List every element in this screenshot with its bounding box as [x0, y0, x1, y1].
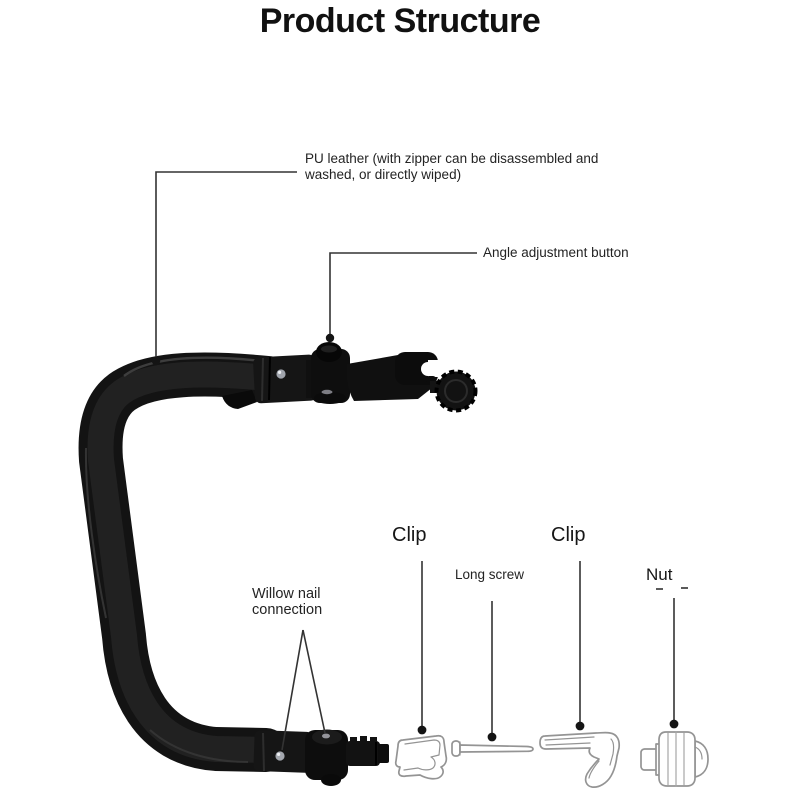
nut-drawing: [640, 731, 709, 787]
leader-dot-nut: [669, 719, 679, 729]
leather-highlight-top: [123, 356, 263, 377]
connector-tip: [378, 744, 389, 763]
annotation-nut: Nut: [646, 565, 673, 584]
bumper-bar-photo: [78, 352, 290, 772]
annotation-pu-leather: PU leather (with zipper can be disassemb…: [305, 151, 599, 182]
pivot-bottom-plate: [314, 392, 346, 404]
clip-right-drawing: [539, 731, 621, 788]
clamp-hook-gap-open: [428, 360, 442, 377]
connector-tooth-1: [350, 737, 357, 744]
leather-highlight-left: [84, 447, 107, 619]
bottom-pivot-foot: [321, 774, 341, 786]
leader-lines: [155, 171, 675, 751]
leader-dot-angle-button: [325, 333, 335, 343]
leader-line-willow-left: [281, 629, 304, 751]
connector-tooth-2: [360, 736, 367, 743]
annotation-long-screw: Long screw: [455, 567, 525, 582]
pivot-top-knob-sheen: [321, 345, 337, 353]
part-drawings: [394, 731, 709, 788]
top-pivot-body: [311, 349, 350, 403]
bumper-bar-tube-sheen: [87, 361, 281, 763]
top-hinge-assembly: [253, 342, 478, 413]
page-title: Product Structure: [259, 2, 541, 40]
artifact-marks: [656, 587, 688, 590]
leader-dots: [151, 333, 679, 742]
leader-dot-long-screw: [487, 732, 497, 742]
annotation-angle-adjustment-button: Angle adjustment button: [483, 245, 629, 260]
pivot-bottom-slot: [321, 389, 333, 395]
bottom-connector: [346, 741, 380, 766]
bottom-sleeve: [253, 730, 313, 773]
leader-line-pu-leather: [155, 171, 297, 358]
long-screw-drawing: [451, 740, 534, 757]
bottom-rivet-highlight: [277, 752, 281, 757]
bottom-sleeve-seam: [262, 732, 265, 772]
top-rivet-highlight: [278, 370, 282, 374]
clip-left-drawing: [394, 734, 448, 780]
leather-highlight-bottom: [149, 729, 249, 763]
leader-dot-pu-leather: [151, 356, 161, 366]
locking-knob: [434, 369, 478, 413]
bottom-rivet: [275, 751, 285, 761]
leader-line-angle-button: [329, 252, 477, 335]
zipper-tab: [222, 390, 257, 409]
connector-tooth-3: [370, 737, 377, 744]
annotation-clip-left: Clip: [392, 524, 427, 546]
top-sleeve-seam2: [268, 356, 271, 401]
annotation-clip-right: Clip: [551, 524, 586, 546]
bottom-pivot-body: [305, 730, 348, 780]
leader-dot-clip-right: [575, 721, 585, 731]
top-rivet: [276, 369, 286, 379]
leader-line-willow-right: [302, 629, 326, 734]
annotation-willow-nail-connection: Willow nail connection: [252, 586, 323, 618]
locking-knob-inner: [444, 379, 468, 403]
leader-dot-clip-left: [417, 725, 427, 735]
top-sleeve-seam: [261, 357, 264, 402]
bottom-hinge-assembly: [253, 729, 389, 786]
bottom-pivot-rivet: [322, 733, 330, 739]
